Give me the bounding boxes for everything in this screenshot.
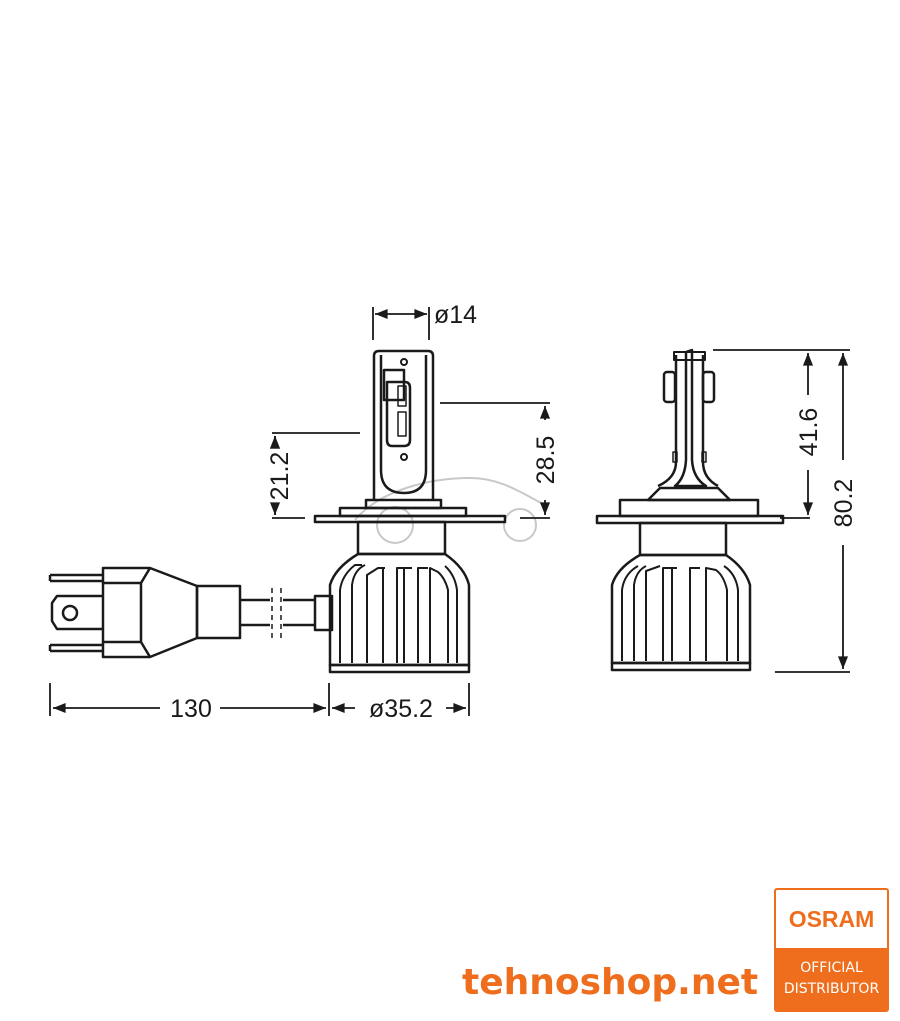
osram-distributor-badge: OSRAM OFFICIAL DISTRIBUTOR <box>774 888 889 1012</box>
dim-side-top-height: 41.6 <box>795 408 823 457</box>
watermark-car-icon <box>354 476 546 544</box>
dim-overall-length: 80.2 <box>830 479 858 528</box>
shop-name-logo: tehnoshop.net <box>462 962 759 1003</box>
dim-body-diameter: ø35.2 <box>369 695 433 723</box>
dim-stem-diameter: ø14 <box>434 301 477 329</box>
badge-line-distributor: DISTRIBUTOR <box>783 981 880 997</box>
badge-line-official: OFFICIAL <box>800 960 863 976</box>
side-view-bulb <box>595 348 785 672</box>
dimension-lines <box>49 307 850 716</box>
osram-logo: OSRAM <box>788 905 875 932</box>
dim-cable-length: 130 <box>170 695 212 723</box>
official-distributor-label: OFFICIAL DISTRIBUTOR <box>776 948 887 1010</box>
front-view-bulb <box>48 349 507 674</box>
dim-front-tip-height: 28.5 <box>532 436 560 485</box>
dim-light-center-height: 21.2 <box>266 452 294 501</box>
